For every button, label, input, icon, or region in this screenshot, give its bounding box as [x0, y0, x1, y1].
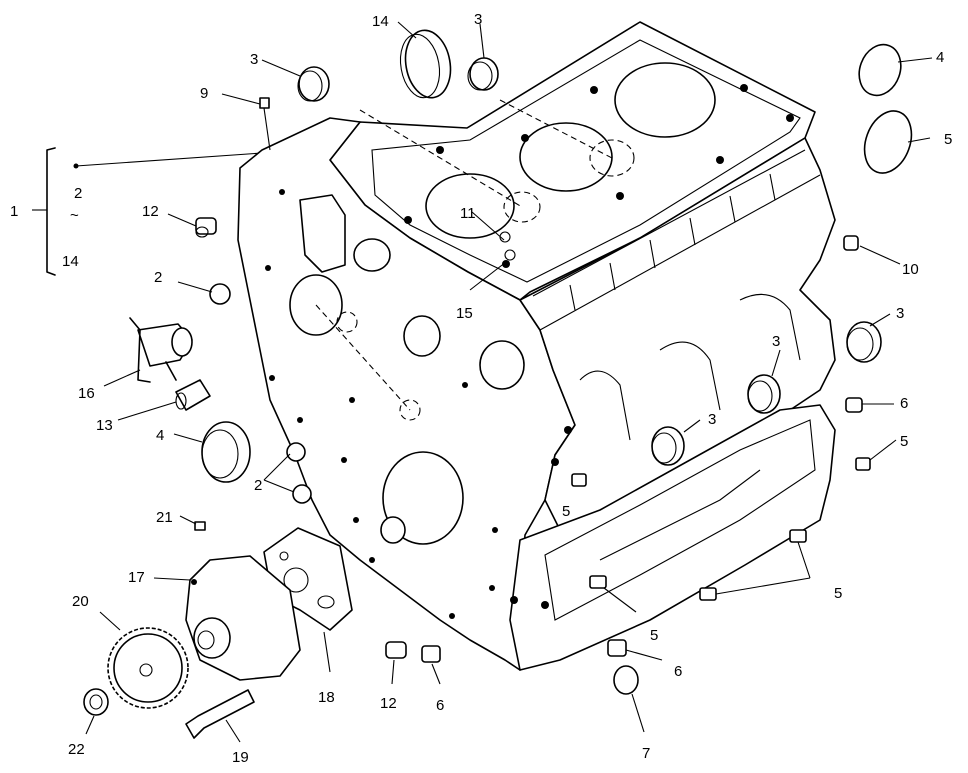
callout-14-bracket: 14	[62, 253, 79, 270]
part-3-cup-plugs-side	[651, 321, 882, 466]
callout-2: 2	[154, 269, 162, 286]
callout-3: 3	[896, 305, 904, 322]
leader-lines	[85, 21, 933, 743]
assembly-bracket	[32, 147, 263, 276]
part-21-key	[194, 521, 206, 531]
callout-12: 12	[142, 203, 159, 220]
callout-10: 10	[902, 261, 919, 278]
deck-holes	[404, 84, 794, 268]
part-2-dowel-upper	[209, 283, 231, 305]
callout-21: 21	[156, 509, 173, 526]
callout-2: 2	[254, 477, 262, 494]
callout-tilde: ~	[70, 207, 79, 224]
callout-20: 20	[72, 593, 89, 610]
callout-2-bracket: 2	[74, 185, 82, 202]
part-10-plug	[843, 235, 859, 251]
part-17-oil-pump	[185, 555, 301, 681]
part-7-plug	[613, 665, 639, 695]
callout-6: 6	[436, 697, 444, 714]
callout-22: 22	[68, 741, 85, 758]
callout-1: 1	[10, 203, 18, 220]
callout-3: 3	[708, 411, 716, 428]
callout-5: 5	[562, 503, 570, 520]
part-4-plug-right	[858, 43, 902, 97]
part-9-pin	[259, 97, 270, 109]
part-19-bolt	[185, 689, 255, 739]
part-5-plugs	[571, 457, 871, 601]
part-5-ring-right	[863, 110, 913, 174]
callout-15: 15	[456, 305, 473, 322]
callout-14: 14	[372, 13, 389, 30]
callout-17: 17	[128, 569, 145, 586]
part-12-dowel-upper	[195, 217, 217, 238]
part-14-plug-top	[399, 29, 452, 99]
part-20-gear	[107, 627, 189, 709]
callout-16: 16	[78, 385, 95, 402]
part-2-dowels-lower	[286, 442, 312, 504]
callout-6: 6	[900, 395, 908, 412]
part-3-plug-left	[297, 66, 330, 102]
callout-3: 3	[772, 333, 780, 350]
callout-5: 5	[650, 627, 658, 644]
part-22-nut	[83, 688, 109, 716]
callout-19: 19	[232, 749, 249, 766]
callout-4: 4	[156, 427, 164, 444]
part-6-plugs	[421, 397, 863, 663]
front-face-holes	[265, 189, 572, 619]
part-3-plug-top	[467, 57, 499, 91]
callout-6: 6	[674, 663, 682, 680]
part-13-pipe	[175, 379, 211, 411]
callout-11: 11	[460, 205, 476, 222]
callout-9: 9	[200, 85, 208, 102]
callout-18: 18	[318, 689, 335, 706]
callout-3: 3	[474, 11, 482, 28]
callout-12: 12	[380, 695, 397, 712]
callout-5: 5	[834, 585, 842, 602]
callout-7: 7	[642, 745, 650, 762]
cylinder-block	[237, 21, 836, 671]
part-12-dowel-lower	[385, 641, 407, 659]
callout-3: 3	[250, 51, 258, 68]
callout-4: 4	[936, 49, 944, 66]
callout-labels: 1 2 ~ 14 3 9 14 3 4 5 12 11 10 2 15 16 3…	[10, 11, 952, 766]
callout-5: 5	[900, 433, 908, 450]
part-16-valve	[129, 317, 193, 383]
part-4-cup-plug	[201, 315, 441, 483]
callout-13: 13	[96, 417, 113, 434]
callout-5: 5	[944, 131, 952, 148]
